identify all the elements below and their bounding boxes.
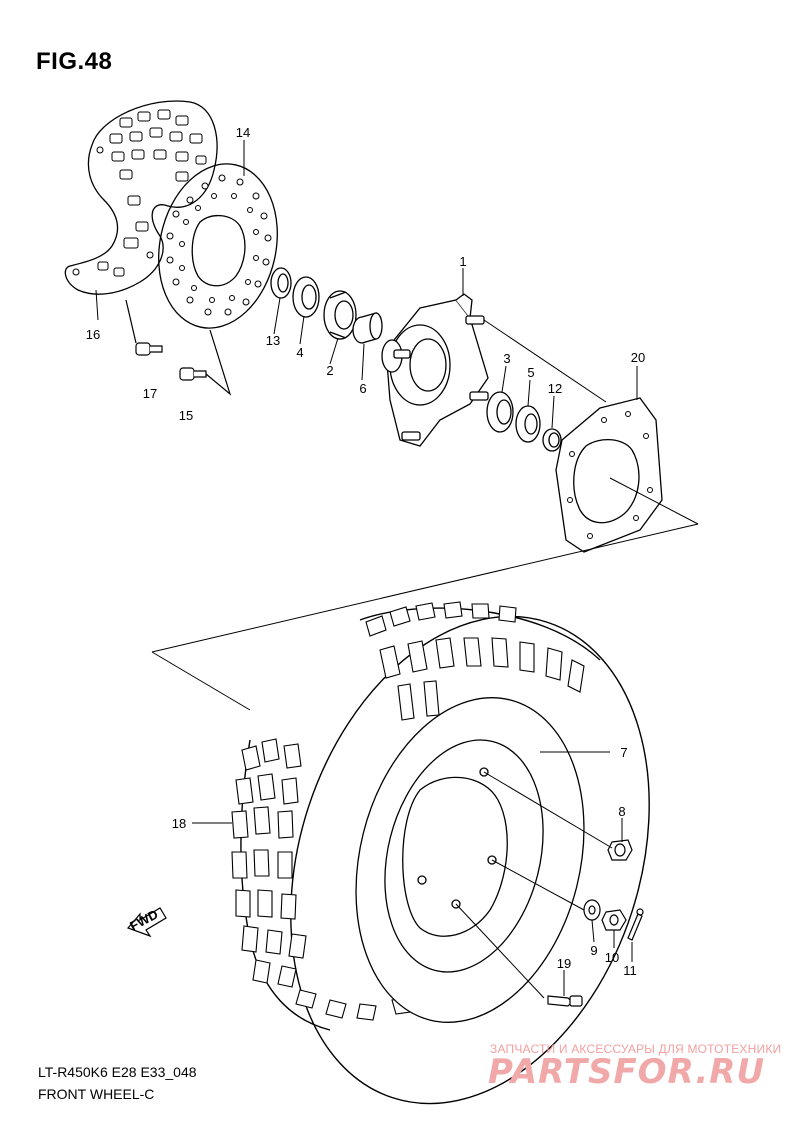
hub-plate-part xyxy=(555,397,663,553)
bolt-part xyxy=(125,299,163,356)
spacer-part xyxy=(542,428,562,452)
callout-10: 10 xyxy=(605,950,619,965)
callout-13: 13 xyxy=(266,333,280,348)
callout-20: 20 xyxy=(631,350,645,365)
watermark-tagline: ЗАПЧАСТИ И АКСЕССУАРЫ ДЛЯ МОТОТЕХНИКИ xyxy=(490,1042,782,1056)
callout-19: 19 xyxy=(557,956,571,971)
wheel-hub-part xyxy=(381,293,489,447)
cotter-pin-part xyxy=(627,908,644,941)
callout-9: 9 xyxy=(590,943,597,958)
nut-part xyxy=(607,839,633,861)
callout-4: 4 xyxy=(296,345,303,360)
callout-6: 6 xyxy=(359,381,366,396)
callout-8: 8 xyxy=(618,804,625,819)
callout-16: 16 xyxy=(86,327,100,342)
model-code: LT-R450K6 E28 E33_048 xyxy=(38,1064,197,1080)
callout-11: 11 xyxy=(623,963,637,978)
bolt-part xyxy=(179,329,232,396)
oil-seal-part xyxy=(292,276,320,318)
spacer-part xyxy=(352,312,383,344)
callout-1: 1 xyxy=(459,254,466,269)
fwd-arrow-icon: FWD xyxy=(126,906,167,938)
dust-seal-part xyxy=(270,267,292,299)
leader-lines xyxy=(95,140,638,999)
front-wheel-rim-part xyxy=(355,697,585,1023)
washer-part xyxy=(583,899,601,921)
section-name: FRONT WHEEL-C xyxy=(38,1086,155,1102)
callout-14: 14 xyxy=(236,125,250,140)
callout-labels: 1 2 3 4 5 6 7 8 9 10 11 12 13 14 15 16 1… xyxy=(86,125,645,978)
callout-5: 5 xyxy=(527,365,534,380)
oil-seal-part xyxy=(515,405,541,443)
callout-3: 3 xyxy=(503,351,510,366)
watermark-logo: PARTSFOR.RU xyxy=(488,1052,766,1092)
assembly-guide-lines xyxy=(151,319,699,711)
figure-title: FIG.48 xyxy=(36,48,113,75)
callout-7: 7 xyxy=(620,745,627,760)
disc-guard-part xyxy=(64,100,218,295)
wheel-bearing-part xyxy=(486,391,514,433)
callout-15: 15 xyxy=(179,408,193,423)
valve-stem-part xyxy=(547,995,583,1007)
callout-12: 12 xyxy=(548,381,562,396)
callout-2: 2 xyxy=(326,363,333,378)
brake-disc-part xyxy=(158,163,278,329)
castle-nut-part xyxy=(601,909,627,931)
wheel-bearing-part xyxy=(323,290,357,340)
callout-18: 18 xyxy=(172,816,186,831)
callout-17: 17 xyxy=(143,386,157,401)
